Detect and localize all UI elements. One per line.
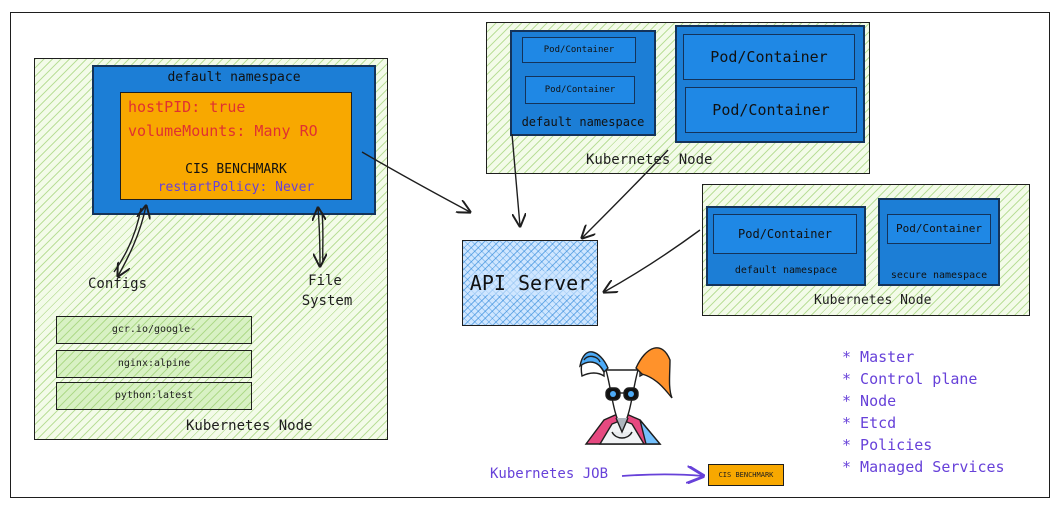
- top-node-label: Kubernetes Node: [586, 152, 713, 168]
- cis-benchmark-pod: [120, 92, 352, 200]
- image-nginx-text: nginx:alpine: [117, 358, 191, 369]
- top-small-pod-1-text: Pod/Container: [543, 45, 615, 55]
- file-system-label-2: System: [301, 293, 353, 309]
- volume-mounts-text: volumeMounts: Many RO: [128, 122, 318, 140]
- left-namespace-label: default namespace: [167, 70, 301, 85]
- top-small-pod-2-text: Pod/Container: [544, 85, 616, 95]
- top-large-pod-1: Pod/Container: [683, 34, 855, 80]
- right-default-pod: Pod/Container: [713, 214, 857, 254]
- restart-policy-text: restartPolicy: Never: [157, 180, 315, 195]
- checklist: * Master * Control plane * Node * Etcd *…: [842, 346, 1005, 478]
- secure-namespace-label: secure namespace: [890, 270, 988, 281]
- arrow-top-small-to-api: [511, 133, 520, 226]
- checklist-item: * Control plane: [842, 370, 978, 388]
- right-default-namespace-label: default namespace: [734, 265, 838, 276]
- configs-label: Configs: [88, 276, 148, 292]
- right-node-label: Kubernetes Node: [814, 293, 932, 308]
- top-small-pod-2: Pod/Container: [525, 76, 635, 104]
- arrow-top-large-to-api: [582, 149, 669, 238]
- cis-benchmark-title: CIS BENCHMARK: [185, 162, 287, 177]
- diagram-frame: [10, 12, 1050, 498]
- arrow-configs-2: [113, 207, 142, 273]
- checklist-item: * Node: [842, 392, 897, 410]
- host-pid-text: hostPID: true: [128, 98, 246, 116]
- right-default-pod-text: Pod/Container: [738, 227, 832, 241]
- arrow-right-to-api: [604, 229, 701, 292]
- kubernetes-job-label: Kubernetes JOB: [490, 466, 609, 482]
- arrow-configs: [118, 206, 146, 276]
- top-small-namespace-label: default namespace: [521, 115, 645, 129]
- arrow-job: [621, 475, 703, 477]
- job-cis-benchmark-text: CIS BENCHMARK: [718, 471, 774, 479]
- top-large-pod-2: Pod/Container: [685, 87, 857, 133]
- top-large-pod-1-text: Pod/Container: [710, 48, 828, 66]
- checklist-item: * Managed Services: [842, 458, 1005, 476]
- image-python-text: python:latest: [114, 390, 194, 401]
- left-node-label: Kubernetes Node: [186, 418, 313, 434]
- api-server-label: API Server: [469, 271, 591, 295]
- file-system-label-1: File: [308, 273, 342, 289]
- arrow-file-system: [318, 208, 320, 266]
- image-nginx: nginx:alpine: [56, 350, 252, 378]
- job-cis-benchmark-box: CIS BENCHMARK: [708, 464, 784, 486]
- secure-pod: Pod/Container: [887, 214, 991, 244]
- image-python: python:latest: [56, 382, 252, 410]
- checklist-item: * Master: [842, 348, 915, 366]
- api-server-box: API Server: [462, 240, 598, 326]
- checklist-item: * Policies: [842, 436, 933, 454]
- arrow-file-system-2: [321, 211, 324, 263]
- goat-mascot-icon: [578, 347, 673, 445]
- checklist-item: * Etcd: [842, 414, 897, 432]
- secure-pod-text: Pod/Container: [895, 222, 983, 235]
- top-small-pod-1: Pod/Container: [522, 37, 636, 63]
- top-large-pod-2-text: Pod/Container: [712, 101, 830, 119]
- arrow-pod-to-api: [361, 151, 470, 212]
